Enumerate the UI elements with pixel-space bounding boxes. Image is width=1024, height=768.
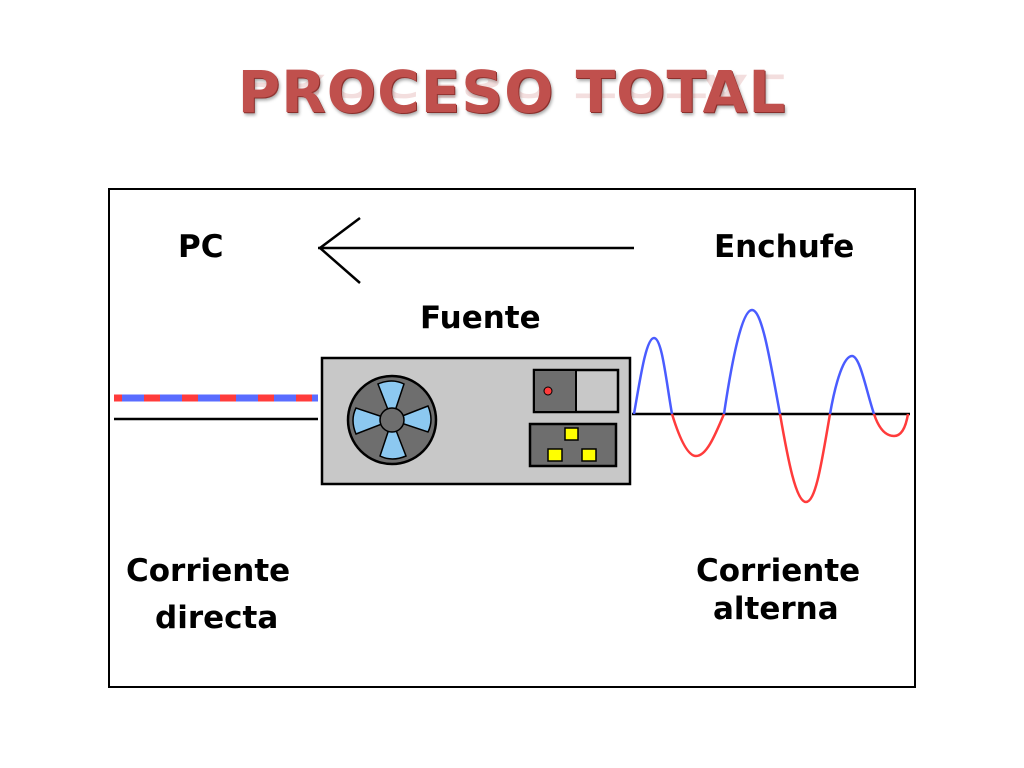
page-title: PROCESO TOTAL [237, 58, 787, 126]
left-arrow-icon [318, 217, 634, 284]
dc-output-line [114, 394, 318, 421]
fan-icon [346, 374, 438, 466]
outlet-label: Enchufe [714, 229, 855, 265]
ac-label-line1: Corriente [696, 553, 861, 589]
power-supply-unit [320, 356, 632, 486]
dc-label-line1: Corriente [126, 553, 291, 589]
pc-label: PC [178, 229, 224, 265]
power-socket-icon [528, 422, 618, 468]
ac-waveform [632, 308, 910, 504]
dc-label-line2: directa [155, 600, 279, 636]
psu-label: Fuente [420, 300, 541, 336]
power-switch-icon [532, 368, 620, 414]
ac-label-line2: alterna [713, 591, 839, 627]
